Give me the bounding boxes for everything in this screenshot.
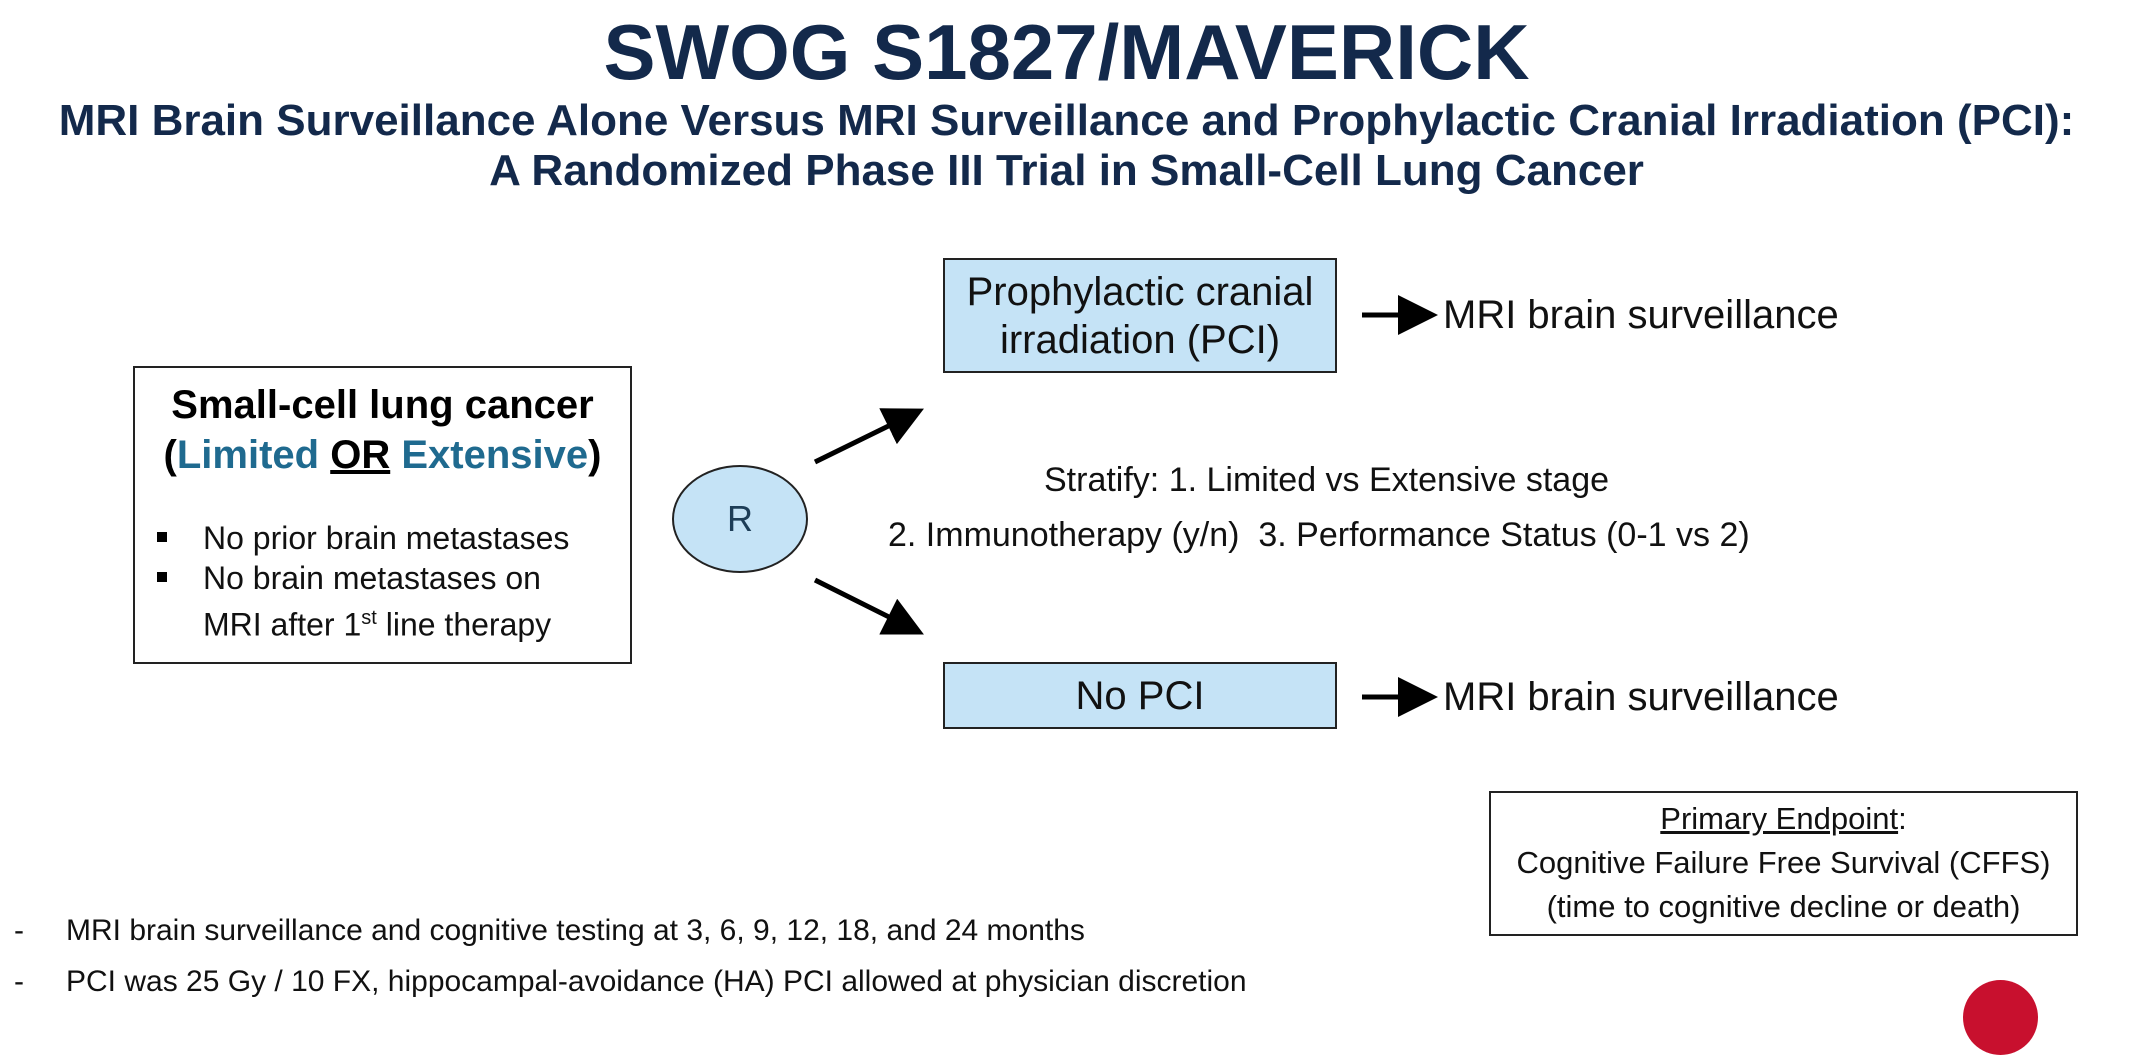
subtitle-line-1: MRI Brain Surveillance Alone Versus MRI … <box>58 96 2075 145</box>
arm-no-pci-box: No PCI <box>943 662 1337 729</box>
outcome-top: MRI brain surveillance <box>1443 293 1839 337</box>
note-marker: - <box>14 914 24 947</box>
arrow-to-no-pci <box>813 577 924 635</box>
endpoint-line-1: Cognitive Failure Free Survival (CFFS) <box>1516 845 2051 880</box>
criterion-continuation: MRI after 1 <box>203 606 362 643</box>
or-word: OR <box>330 433 391 477</box>
endpoint-label: Primary Endpoint <box>1660 801 1899 836</box>
primary-endpoint-box: Primary Endpoint: Cognitive Failure Free… <box>1489 791 2078 936</box>
criterion-item: No prior brain metastases <box>153 518 620 558</box>
subtitle-line-2: A Randomized Phase III Trial in Small-Ce… <box>489 146 1644 195</box>
eligibility-title: Small-cell lung cancer <box>171 383 594 427</box>
open-paren: ( <box>163 433 177 477</box>
arm-pci-label: Prophylactic cranial irradiation (PCI) <box>966 269 1314 362</box>
eligibility-stages: (Limited OR Extensive) <box>135 430 630 480</box>
note-marker: - <box>14 965 24 998</box>
criterion-continuation-post: line therapy <box>376 606 552 643</box>
outcome-bottom: MRI brain surveillance <box>1443 675 1839 719</box>
logo-circle <box>1963 980 2038 1055</box>
endpoint-heading: Primary Endpoint: <box>1660 801 1907 836</box>
limited-stage: Limited <box>176 433 320 477</box>
page-title: SWOG S1827/MAVERICK <box>603 8 1530 96</box>
superscript-st: st <box>361 607 377 629</box>
eligibility-box: Small-cell lung cancer (Limited OR Exten… <box>133 366 632 664</box>
extensive-stage: Extensive <box>401 433 589 477</box>
eligibility-criteria: No prior brain metastases No brain metas… <box>153 518 620 645</box>
randomization-label: R <box>727 498 753 539</box>
arrow-to-pci <box>813 408 924 465</box>
eligibility-heading: Small-cell lung cancer (Limited OR Exten… <box>135 380 630 480</box>
stratify-line-2: 2. Immunotherapy (y/n) 3. Performance St… <box>888 516 1750 554</box>
arm-pci-box: Prophylactic cranial irradiation (PCI) <box>943 258 1337 373</box>
close-paren: ) <box>588 433 602 477</box>
endpoint-line-2: (time to cognitive decline or death) <box>1546 889 2021 924</box>
note-item: MRI brain surveillance and cognitive tes… <box>66 914 1085 947</box>
note-item: PCI was 25 Gy / 10 FX, hippocampal-avoid… <box>66 965 1247 998</box>
stratify-line-1: Stratify: 1. Limited vs Extensive stage <box>1044 461 1610 499</box>
flow-arrows <box>813 295 1438 717</box>
arm-no-pci-label: No PCI <box>1075 673 1205 718</box>
randomization-circle: R <box>672 465 808 573</box>
